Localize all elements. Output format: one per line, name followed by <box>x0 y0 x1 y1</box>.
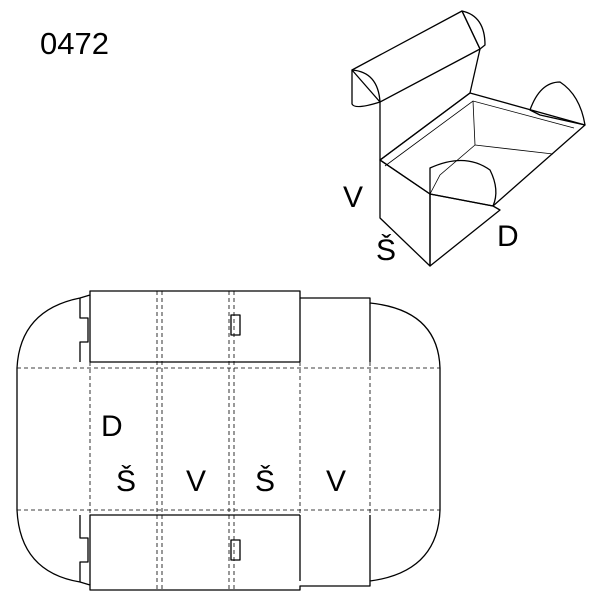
blank-label-v2: V <box>326 465 347 498</box>
box-label-d: D <box>497 220 519 253</box>
blank-label-s1: Š <box>116 465 137 498</box>
blank-label-d: D <box>101 410 123 443</box>
box-top-edge <box>379 159 431 195</box>
bottom-flap-boundary <box>89 514 300 585</box>
side-flap-back <box>529 81 586 126</box>
side-flap-front <box>429 159 497 207</box>
inner-wall-floor <box>474 144 554 155</box>
top-lock-slot <box>230 314 241 336</box>
bottom-lock-slot <box>230 539 241 561</box>
blank-label-s2: Š <box>255 465 276 498</box>
box-label-s: Š <box>376 234 397 267</box>
box-front-side-d <box>429 194 501 267</box>
top-flap-boundary <box>89 295 300 363</box>
top-tuck-slot <box>79 298 89 362</box>
box-label-v: V <box>343 181 364 214</box>
bottom-tuck-slot <box>79 515 89 582</box>
blank-outline <box>16 290 441 591</box>
blank-label-v1: V <box>186 465 207 498</box>
back-lid-tuck-right <box>461 10 486 50</box>
model-number: 0472 <box>40 26 109 61</box>
